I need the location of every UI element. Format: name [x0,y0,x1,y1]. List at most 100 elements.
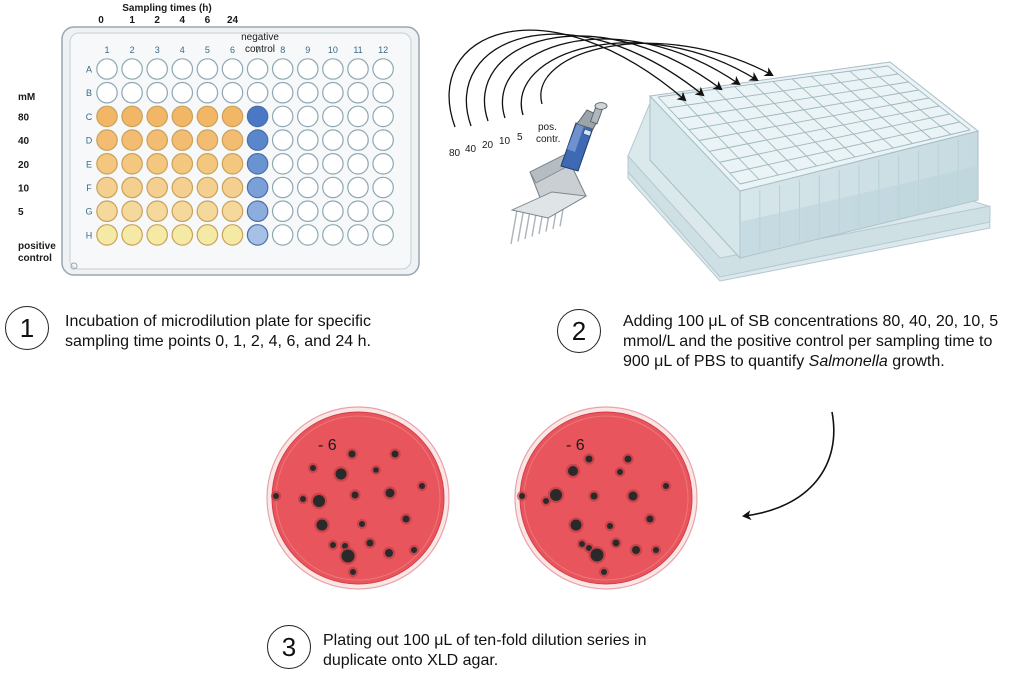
pipette-tip [517,207,525,242]
well-A6 [221,58,244,80]
plate-wells [96,58,394,246]
colony [310,465,316,471]
colony [348,450,356,458]
well-A8 [271,58,294,80]
well-A11 [347,58,369,80]
colony [579,541,585,547]
arrow-to-dishes [742,411,835,521]
sampling-time-label: 0 [98,15,104,26]
well-F9 [296,176,319,199]
well-C4 [171,105,194,128]
dish-dilution-label: - 6 [566,437,585,454]
well-C5 [196,105,219,128]
colony [550,489,562,501]
sampling-time-label: 24 [227,15,239,26]
well-H8 [271,224,294,246]
well-A10 [322,58,344,80]
plate-row-letter: F [86,183,92,193]
well-H11 [347,224,369,246]
colony [632,546,640,554]
box-base-side [627,154,991,278]
sampling-time-label: 1 [129,15,135,26]
dish-dilution-label: - 6 [318,437,337,454]
pipette-manifold-bottom [510,191,588,219]
box-grid-line [698,97,930,141]
well-E5 [196,153,219,175]
well-B2 [121,81,143,104]
unit-label: mM [18,92,35,103]
well-F7 [246,176,269,199]
colony [646,515,654,523]
well-D8 [271,129,294,151]
colony [351,491,359,499]
well-F10 [322,176,344,199]
well-A7 [246,58,269,80]
box-grid-line [668,73,899,109]
concentration-label: 10 [18,184,30,195]
pipette-positive-control-label: pos. [538,122,557,133]
well-A9 [296,58,319,80]
well-H6 [221,224,244,246]
plate-col-number: 3 [155,45,160,55]
well-H10 [322,224,344,246]
box-grid-line [688,89,919,131]
well-H5 [196,224,219,246]
plate-row-letter: C [86,112,93,122]
step-2-text-organism: Salmonella [808,353,888,370]
colony [385,488,395,498]
colony [590,492,598,500]
colony [391,450,399,458]
box-grid-line [719,113,950,163]
concentration-label: 5 [18,207,24,218]
pipette-concentration-label: 20 [482,140,494,151]
colony [350,569,356,575]
well-F5 [196,176,219,199]
well-F12 [372,176,394,199]
transfer-arrows [448,29,774,128]
box-grid-line [729,121,960,174]
colony [653,547,659,553]
well-C3 [146,105,168,128]
well-A4 [171,58,194,80]
well-B4 [171,81,194,104]
well-A2 [121,58,143,80]
plate-col-number: 12 [378,45,388,55]
well-H2 [121,224,143,246]
well-D10 [322,129,344,151]
negative-control-label: negative [241,32,279,43]
well-D5 [196,129,219,151]
well-C8 [271,105,294,128]
colony [402,515,410,523]
multichannel-pipette [510,102,608,245]
well-B7 [246,81,269,104]
concentration-label: 80 [18,112,30,123]
step-1-text: Incubation of microdilution plate for sp… [65,313,371,350]
well-D12 [372,129,394,151]
well-H9 [296,224,319,246]
well-B10 [322,81,344,104]
well-D1 [96,129,118,151]
colony [612,539,620,547]
colony [313,495,325,507]
box-grid-line [709,105,940,152]
agar-dish-1: - 6 [266,406,450,590]
transfer-arrow [540,42,774,105]
plate-notch [70,262,78,270]
well-C6 [221,105,244,128]
well-B3 [146,81,168,104]
well-F1 [96,176,118,199]
agar-dish-2: - 6 [514,406,698,590]
plate-col-number: 7 [255,45,260,55]
sampling-time-label: 6 [205,15,211,26]
colony [585,455,593,463]
pipette-plunger-cap [594,102,608,110]
plate-row-letter: H [86,230,93,240]
well-E9 [296,153,319,175]
well-E8 [271,153,294,175]
well-G9 [296,200,319,222]
step-3-number: 3 [267,625,311,669]
sampling-times-title: Sampling times (h) [122,3,211,14]
